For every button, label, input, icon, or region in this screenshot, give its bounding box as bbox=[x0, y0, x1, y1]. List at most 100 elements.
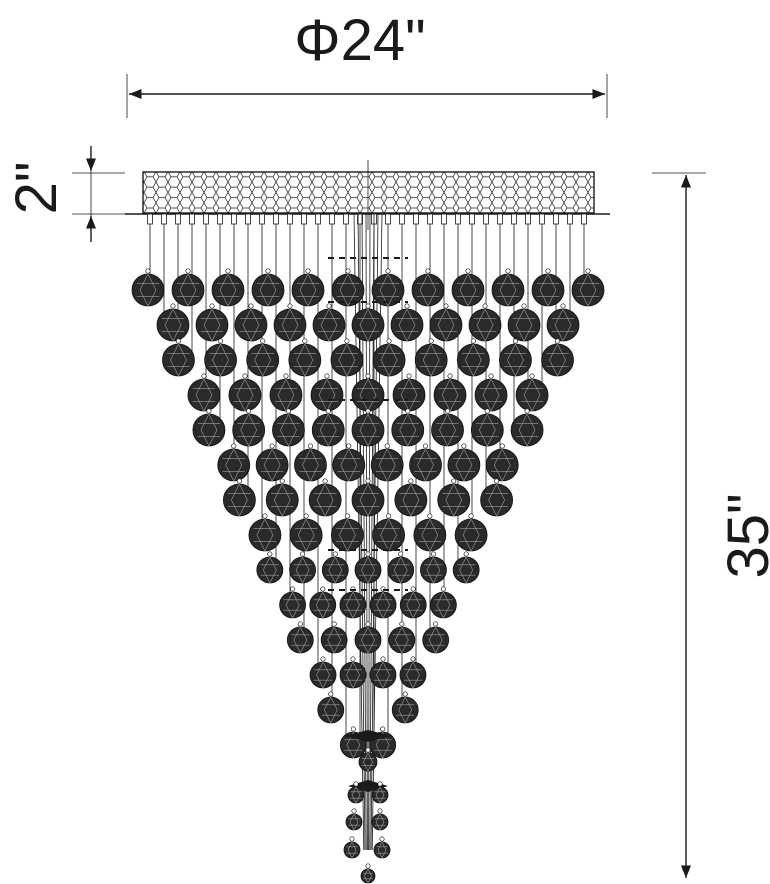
crystal-ball bbox=[321, 551, 349, 584]
wire-clip bbox=[329, 213, 335, 225]
crystal-ball bbox=[369, 726, 397, 759]
crystal-ball bbox=[289, 551, 316, 584]
crystal-ball bbox=[454, 513, 488, 552]
crystal-ball bbox=[320, 621, 348, 654]
crystal-ball bbox=[246, 338, 280, 377]
crystal-ball bbox=[422, 621, 450, 654]
wire-clip bbox=[455, 213, 461, 225]
crystal-ball bbox=[373, 836, 391, 859]
wire-clip bbox=[343, 213, 349, 225]
crystal-ball bbox=[351, 478, 385, 517]
crystal-ball bbox=[474, 373, 508, 412]
crystal-ball bbox=[330, 338, 364, 377]
crystal-ball bbox=[308, 478, 342, 517]
crystal-chandelier-body bbox=[131, 213, 605, 884]
crystal-ball bbox=[217, 443, 251, 482]
crystal-ball bbox=[272, 408, 305, 447]
crystal-ball bbox=[310, 373, 344, 412]
wire-clip bbox=[427, 213, 433, 225]
crystal-ball bbox=[291, 268, 325, 307]
crystal-ball bbox=[347, 781, 365, 804]
wire-clip bbox=[189, 213, 195, 225]
crystal-ball bbox=[515, 373, 549, 412]
crystal-ball bbox=[317, 691, 345, 724]
crystal-ball bbox=[354, 551, 382, 584]
wire-clip bbox=[273, 213, 279, 225]
crystal-ball bbox=[510, 408, 544, 447]
crystal-ball bbox=[429, 303, 463, 342]
crystal-ball bbox=[371, 808, 389, 831]
crystal-ball bbox=[546, 303, 580, 342]
crystal-ball bbox=[332, 443, 366, 482]
crystal-ball bbox=[371, 781, 389, 804]
wire-clip bbox=[399, 213, 405, 225]
crystal-ball bbox=[288, 338, 322, 377]
crystal-ball bbox=[507, 303, 541, 342]
crystal-ball bbox=[369, 586, 397, 619]
crystal-ball bbox=[370, 443, 404, 482]
crystal-ball bbox=[571, 268, 605, 307]
wire-clip bbox=[287, 213, 293, 225]
crystal-ball bbox=[358, 747, 378, 772]
crystal-ball bbox=[392, 373, 426, 412]
crystal-ball bbox=[456, 338, 490, 377]
wire-clip bbox=[175, 213, 181, 225]
canopy-height-label: 2" bbox=[4, 162, 69, 215]
crystal-ball bbox=[289, 513, 323, 552]
crystal-ball bbox=[491, 268, 525, 307]
total-height-dimension: 35" bbox=[652, 172, 770, 878]
crystal-ball bbox=[371, 268, 405, 307]
crystal-ball bbox=[311, 408, 345, 447]
crystal-ball bbox=[429, 586, 457, 619]
crystal-ball bbox=[204, 338, 237, 377]
crystal-ball bbox=[433, 373, 467, 412]
wire-clip bbox=[259, 213, 265, 225]
crystal-ball bbox=[360, 863, 376, 884]
crystal-ball bbox=[411, 268, 445, 307]
crystal-ball bbox=[420, 551, 447, 584]
crystal-ball bbox=[485, 443, 519, 482]
crystal-ball bbox=[162, 338, 195, 377]
crystal-ball bbox=[192, 408, 226, 447]
crystal-ball bbox=[390, 303, 424, 342]
crystal-ball bbox=[409, 443, 442, 482]
wire-clip bbox=[511, 213, 517, 225]
crystal-ball bbox=[339, 586, 367, 619]
crystal-ball bbox=[391, 408, 425, 447]
wire-clip bbox=[539, 213, 545, 225]
wire-clip bbox=[357, 213, 363, 225]
crystal-ball bbox=[391, 691, 419, 724]
crystal-ball bbox=[345, 808, 363, 831]
canopy-height-dimension: 2" bbox=[4, 146, 125, 242]
crystal-ball bbox=[251, 268, 285, 307]
crystal-ball bbox=[187, 373, 221, 412]
wire-clip bbox=[553, 213, 559, 225]
crystal-ball bbox=[211, 268, 245, 307]
crystal-ball bbox=[452, 551, 480, 584]
crystal-ball bbox=[394, 478, 428, 517]
canopy bbox=[125, 160, 610, 230]
crystal-ball bbox=[499, 338, 532, 377]
crystal-ball bbox=[431, 408, 464, 447]
crystal-ball bbox=[351, 303, 385, 342]
crystal-ball bbox=[330, 513, 364, 552]
crystal-ball bbox=[273, 303, 307, 342]
crystal-ball bbox=[339, 656, 367, 689]
crystal-ball bbox=[531, 268, 565, 307]
wire-clip bbox=[301, 213, 307, 225]
crystal-ball bbox=[248, 513, 282, 552]
crystal-ball bbox=[351, 408, 385, 447]
wire-clip bbox=[581, 213, 587, 225]
crystal-ball bbox=[354, 621, 382, 654]
crystal-ball bbox=[195, 303, 229, 342]
crystal-ball bbox=[343, 836, 361, 859]
crystal-ball bbox=[269, 373, 303, 412]
wire-clip bbox=[385, 213, 391, 225]
crystal-ball bbox=[156, 303, 190, 342]
crystal-ball bbox=[437, 478, 471, 517]
wire-clip bbox=[203, 213, 209, 225]
crystal-ball bbox=[388, 621, 416, 654]
crystal-ball bbox=[309, 586, 337, 619]
wire-clip bbox=[497, 213, 503, 225]
